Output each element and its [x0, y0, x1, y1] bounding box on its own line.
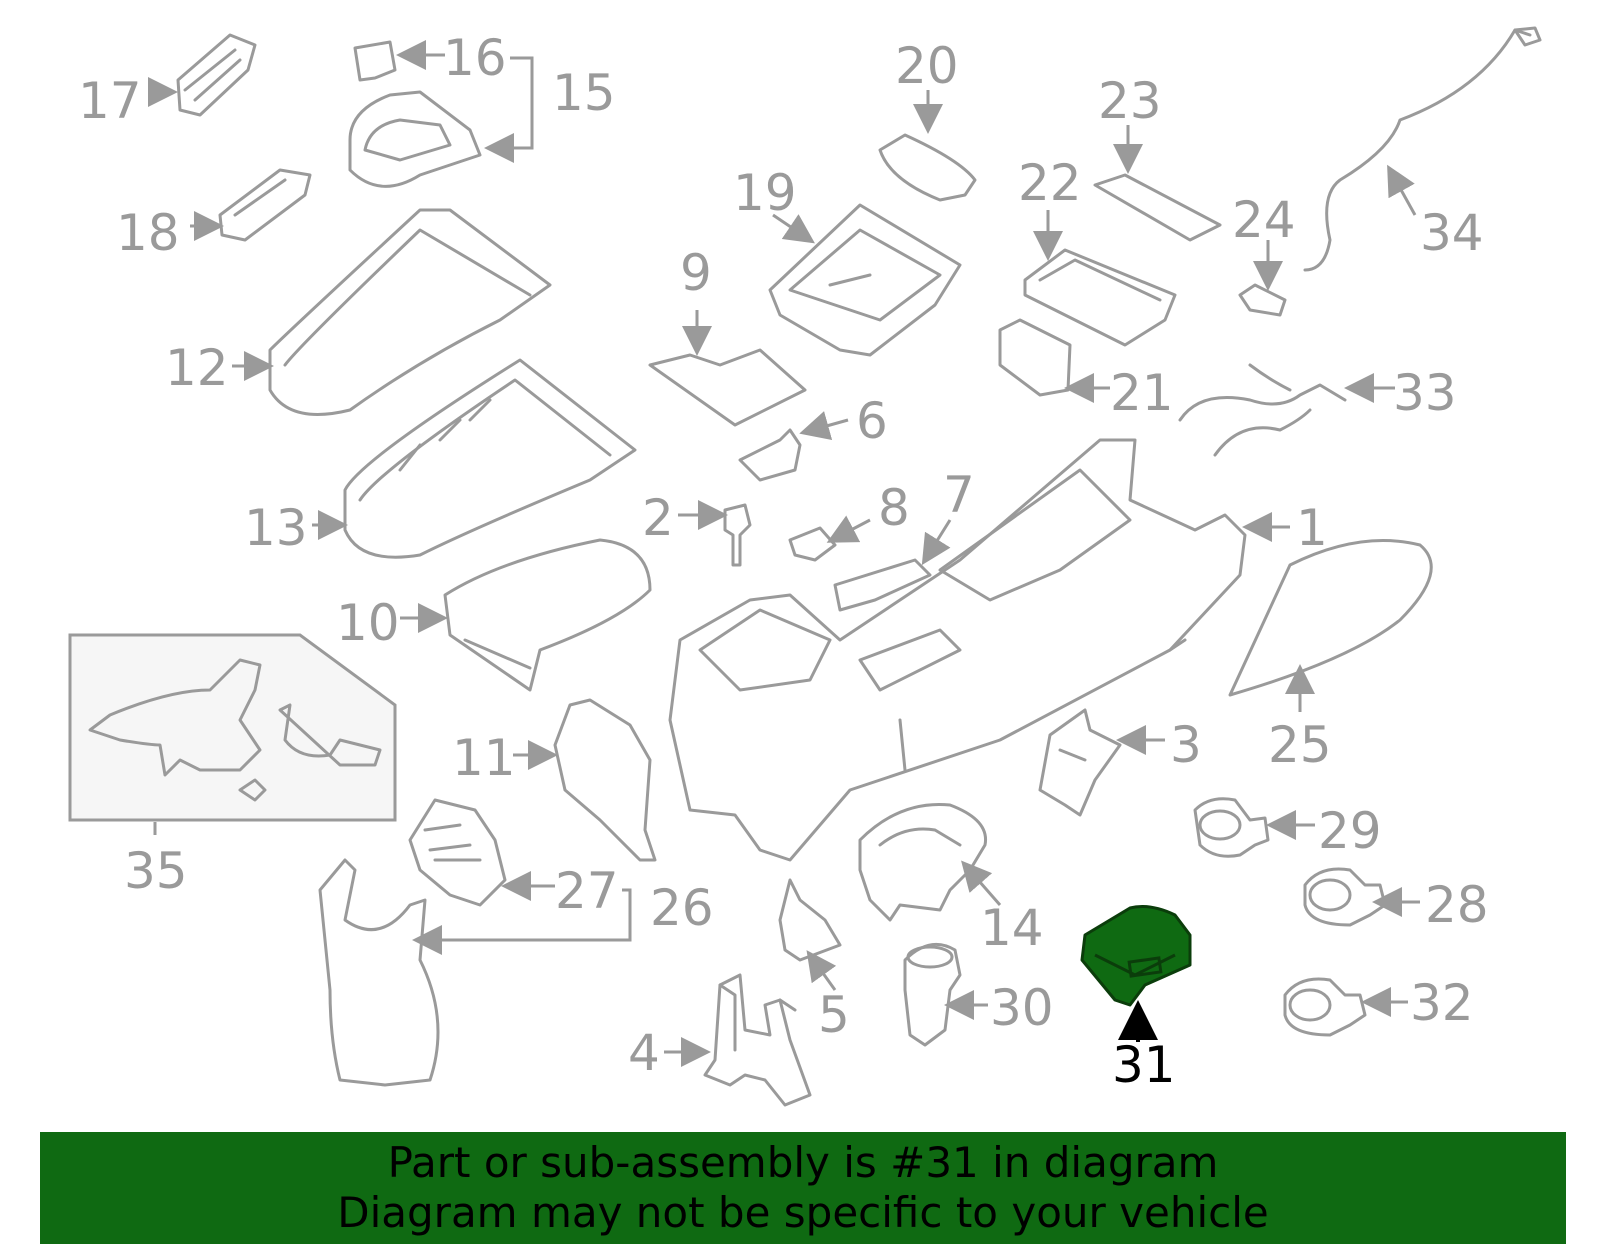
callout-3: 3: [1170, 716, 1202, 774]
part-24-drawing: [1238, 283, 1287, 317]
callout-24: 24: [1232, 191, 1296, 249]
part-32-drawing: [1283, 977, 1367, 1037]
callout-2: 2: [642, 489, 674, 547]
part-23-drawing: [1093, 173, 1222, 242]
callout-14: 14: [980, 899, 1044, 957]
callout-7: 7: [943, 466, 975, 524]
callout-35: 35: [124, 842, 188, 900]
part-5-drawing: [778, 878, 842, 962]
part-14-drawing: [858, 802, 988, 922]
callout-25: 25: [1268, 716, 1332, 774]
part-13-drawing: [343, 358, 637, 559]
part-16-drawing: [353, 40, 397, 82]
part-11-drawing: [553, 698, 657, 862]
callout-32: 32: [1410, 974, 1474, 1032]
part-19-drawing: [768, 203, 962, 357]
callout-16: 16: [443, 29, 507, 87]
part-8-drawing: [788, 526, 837, 562]
part-33-drawing: [1178, 363, 1347, 457]
callout-15: 15: [552, 64, 616, 122]
part-9-drawing: [648, 348, 807, 427]
part-6-drawing: [738, 428, 802, 482]
part-7-drawing: [833, 558, 932, 612]
callout-23: 23: [1098, 72, 1162, 130]
part-27-drawing: [408, 798, 507, 907]
part-2-drawing: [723, 503, 752, 567]
callout-20: 20: [895, 37, 959, 95]
callout-8: 8: [878, 479, 910, 537]
banner-line-1: Part or sub-assembly is #31 in diagram: [387, 1138, 1219, 1187]
part-3-drawing: [1038, 708, 1122, 817]
callout-6: 6: [856, 392, 888, 450]
callout-31: 31: [1112, 1036, 1176, 1094]
part-25-drawing: [1228, 539, 1433, 697]
part-29-drawing: [1193, 797, 1270, 858]
callout-1: 1: [1296, 499, 1328, 557]
callout-33: 33: [1393, 364, 1457, 422]
part-28-drawing: [1303, 867, 1387, 927]
leader-lines: [148, 40, 1420, 1067]
callout-4: 4: [628, 1024, 660, 1082]
callout-30: 30: [990, 979, 1054, 1037]
part-30-drawing: [903, 942, 962, 1047]
callout-labels: 1 2 3 4 5 6 7 8 9 10 11 12 13 14 15 16 1…: [78, 29, 1489, 1094]
callout-19: 19: [733, 164, 797, 222]
callout-34: 34: [1420, 204, 1484, 262]
callout-27: 27: [555, 862, 619, 920]
part-21-drawing: [998, 318, 1072, 397]
part-18-drawing: [218, 168, 312, 242]
part-4-drawing: [703, 973, 812, 1107]
info-banner: Part or sub-assembly is #31 in diagram D…: [40, 1132, 1566, 1244]
part-31-drawing[interactable]: [1080, 905, 1192, 1007]
callout-9: 9: [680, 244, 712, 302]
callout-28: 28: [1425, 876, 1489, 934]
callout-10: 10: [336, 594, 400, 652]
callout-26: 26: [650, 879, 714, 937]
callout-12: 12: [165, 339, 229, 397]
callout-18: 18: [116, 204, 180, 262]
callout-5: 5: [818, 986, 850, 1044]
part-10-drawing: [443, 538, 652, 692]
banner-line-2: Diagram may not be specific to your vehi…: [337, 1188, 1269, 1237]
part-20-drawing: [878, 133, 977, 202]
callout-17: 17: [78, 72, 142, 130]
part-26-drawing: [318, 858, 440, 1087]
callout-22: 22: [1018, 154, 1082, 212]
part-22-drawing: [1023, 248, 1177, 347]
part-12-drawing: [268, 208, 552, 416]
callout-13: 13: [244, 499, 308, 557]
part-15-drawing: [348, 90, 482, 188]
callout-11: 11: [452, 729, 516, 787]
callout-21: 21: [1110, 364, 1174, 422]
part-34-drawing: [1303, 26, 1542, 272]
part-35-box: [68, 633, 397, 835]
part-17-drawing: [176, 33, 257, 117]
callout-29: 29: [1318, 802, 1382, 860]
